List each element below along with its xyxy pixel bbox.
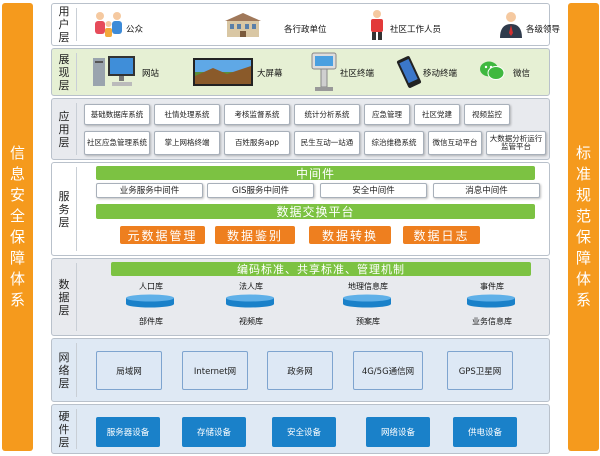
hardware-network: 网络设备 [366, 417, 430, 447]
presentation-label-big-screen: 大屏幕 [257, 69, 283, 79]
app-social-situation-system: 社情处理系统 [154, 104, 220, 125]
network-layer: 网络层 局域网 Internet网 政务网 4G/5G通信网 GPS卫星网 [51, 338, 550, 402]
kiosk-terminal-icon [311, 52, 337, 91]
middleware-gis: GIS服务中间件 [207, 183, 314, 198]
data-exchange-banner: 数据交换平台 [96, 204, 535, 219]
wechat-icon [480, 61, 505, 80]
db-label-contingency-plan: 预案库 [356, 317, 380, 326]
network-internet: Internet网 [182, 351, 248, 390]
database-icon [343, 294, 391, 308]
data-layer: 数据层 编码标准、共享标准、管理机制 人口库 法人库 地理信息库 事件库 部件库… [51, 258, 550, 336]
layer-title: 数据层 [58, 277, 70, 317]
layer-divider [76, 53, 77, 91]
user-label-admin-units: 各行政单位 [284, 25, 327, 35]
large-screen-icon [193, 58, 253, 86]
app-video-surveillance: 视频监控 [464, 104, 510, 125]
app-community-emergency-system: 社区应急管理系统 [84, 131, 150, 155]
app-big-data-platform: 大数据分析运行监管平台 [486, 131, 546, 155]
user-label-leaders: 各级领导 [526, 25, 561, 35]
network-4g5g: 4G/5G通信网 [353, 351, 423, 390]
database-icon [126, 294, 174, 308]
user-label-community-workers: 社区工作人员 [390, 25, 442, 35]
information-security-banner: 信息安全保障体系 [2, 3, 33, 451]
network-government: 政务网 [267, 351, 333, 390]
hardware-power: 供电设备 [453, 417, 517, 447]
layer-title: 应用层 [58, 109, 70, 149]
hardware-server: 服务器设备 [96, 417, 160, 447]
government-building-icon [225, 13, 261, 37]
presentation-label-community-terminal: 社区终端 [340, 69, 375, 79]
app-public-service-app: 百姓服务app [224, 131, 290, 155]
family-icon [95, 12, 122, 37]
standards-text: 标准规范保障体系 [575, 144, 591, 309]
database-icon [226, 294, 274, 308]
layer-title: 用户层 [58, 5, 70, 44]
data-log: 数据日志 [403, 226, 480, 244]
standards-banner: 标准规范保障体系 [568, 3, 599, 451]
data-conversion: 数据转换 [309, 226, 391, 244]
hardware-security: 安全设备 [272, 417, 336, 447]
presentation-layer: 展现层 网站 大屏幕 社区终端 移动终端 微信 [51, 48, 550, 96]
information-security-text: 信息安全保障体系 [9, 144, 25, 309]
network-lan: 局域网 [96, 351, 162, 390]
app-assessment-system: 考核监督系统 [224, 104, 290, 125]
app-livelihood-interaction: 民生互动一站通 [294, 131, 360, 155]
app-statistics-system: 统计分析系统 [294, 104, 360, 125]
app-grid-terminal: 掌上网格终端 [154, 131, 220, 155]
middleware-security: 安全中间件 [320, 183, 427, 198]
layer-divider [76, 409, 77, 449]
presentation-label-mobile-terminal: 移动终端 [423, 69, 458, 79]
application-layer: 应用层 基础数据库系统 社情处理系统 考核监督系统 统计分析系统 应急管理 社区… [51, 98, 550, 160]
network-gps: GPS卫星网 [447, 351, 513, 390]
metadata-management: 元数据管理 [120, 226, 205, 244]
db-label-population: 人口库 [139, 282, 163, 291]
layer-divider [76, 343, 77, 397]
db-label-business-info: 业务信息库 [472, 317, 512, 326]
desktop-computer-icon [93, 56, 135, 86]
app-party-building: 社区党建 [414, 104, 460, 125]
middleware-banner: 中间件 [96, 166, 535, 181]
db-label-video: 视频库 [239, 317, 263, 326]
layer-divider [76, 263, 77, 331]
database-icon [467, 294, 515, 308]
service-layer: 服务层 中间件 业务服务中间件 GIS服务中间件 安全中间件 消息中间件 数据交… [51, 162, 550, 256]
layer-title: 网络层 [58, 350, 70, 390]
db-label-event: 事件库 [480, 282, 504, 291]
mobile-phone-icon [396, 56, 422, 88]
presentation-label-website: 网站 [142, 69, 160, 79]
layer-title: 展现层 [58, 52, 70, 92]
app-wechat-platform: 微信互动平台 [428, 131, 482, 155]
layer-divider [76, 167, 77, 251]
hardware-storage: 存储设备 [182, 417, 246, 447]
app-stability-system: 综治维稳系统 [364, 131, 424, 155]
layer-title: 服务层 [58, 189, 70, 229]
app-basic-database-system: 基础数据库系统 [84, 104, 150, 125]
app-emergency-management: 应急管理 [364, 104, 410, 125]
db-label-geographic: 地理信息库 [348, 282, 388, 291]
db-label-component: 部件库 [139, 317, 163, 326]
layer-divider [76, 103, 77, 155]
coding-standards-banner: 编码标准、共享标准、管理机制 [111, 262, 531, 276]
middleware-message: 消息中间件 [433, 183, 540, 198]
presentation-label-wechat: 微信 [513, 69, 531, 79]
user-layer: 用户层 公众 各行政单位 社区工作人员 各级领导 [51, 3, 560, 46]
data-authentication: 数据鉴别 [215, 226, 295, 244]
middleware-business: 业务服务中间件 [96, 183, 203, 198]
layer-title: 硬件层 [58, 409, 70, 449]
leader-icon [500, 12, 522, 38]
community-worker-icon [371, 10, 383, 40]
db-label-legal-person: 法人库 [239, 282, 263, 291]
user-label-public: 公众 [126, 25, 144, 35]
hardware-layer: 硬件层 服务器设备 存储设备 安全设备 网络设备 供电设备 [51, 404, 550, 454]
layer-divider [76, 8, 77, 41]
